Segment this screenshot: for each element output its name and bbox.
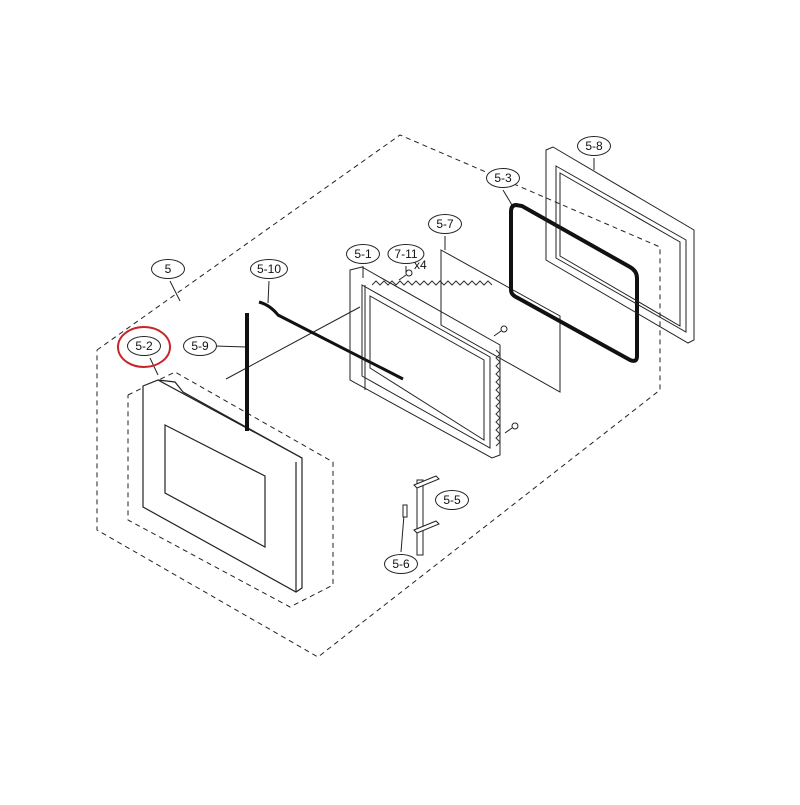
part-label-5-7[interactable]: 5-7 — [428, 214, 462, 234]
part-label-5-8[interactable]: 5-8 — [577, 136, 611, 156]
part-label-5-9[interactable]: 5-9 — [183, 336, 217, 356]
highlight-circle — [117, 326, 171, 368]
door-front-panel — [142, 379, 303, 593]
latch-5-5 — [402, 475, 440, 556]
part-label-5[interactable]: 5 — [151, 259, 185, 279]
quantity-note: x4 — [414, 258, 427, 272]
door-inner-frame — [349, 266, 501, 459]
part-label-5-2[interactable]: 5-2 — [127, 336, 161, 356]
part-label-5-5[interactable]: 5-5 — [435, 490, 469, 510]
door-sheet-5-7 — [440, 249, 561, 393]
part-label-5-6[interactable]: 5-6 — [384, 554, 418, 574]
part-label-5-10[interactable]: 5-10 — [249, 259, 289, 279]
part-label-5-3[interactable]: 5-3 — [486, 168, 520, 188]
door-seal-5-3 — [0, 0, 1, 1]
part-label-5-1[interactable]: 5-1 — [346, 244, 380, 264]
part-label-7-11[interactable]: 7-11 — [387, 244, 425, 264]
door-back-plate-5-8 — [545, 146, 695, 344]
frame-teeth — [371, 280, 501, 447]
spring-5-6 — [402, 504, 408, 518]
door-outline — [127, 371, 334, 608]
screw-icons — [398, 269, 519, 434]
assembly-outline — [96, 134, 661, 658]
